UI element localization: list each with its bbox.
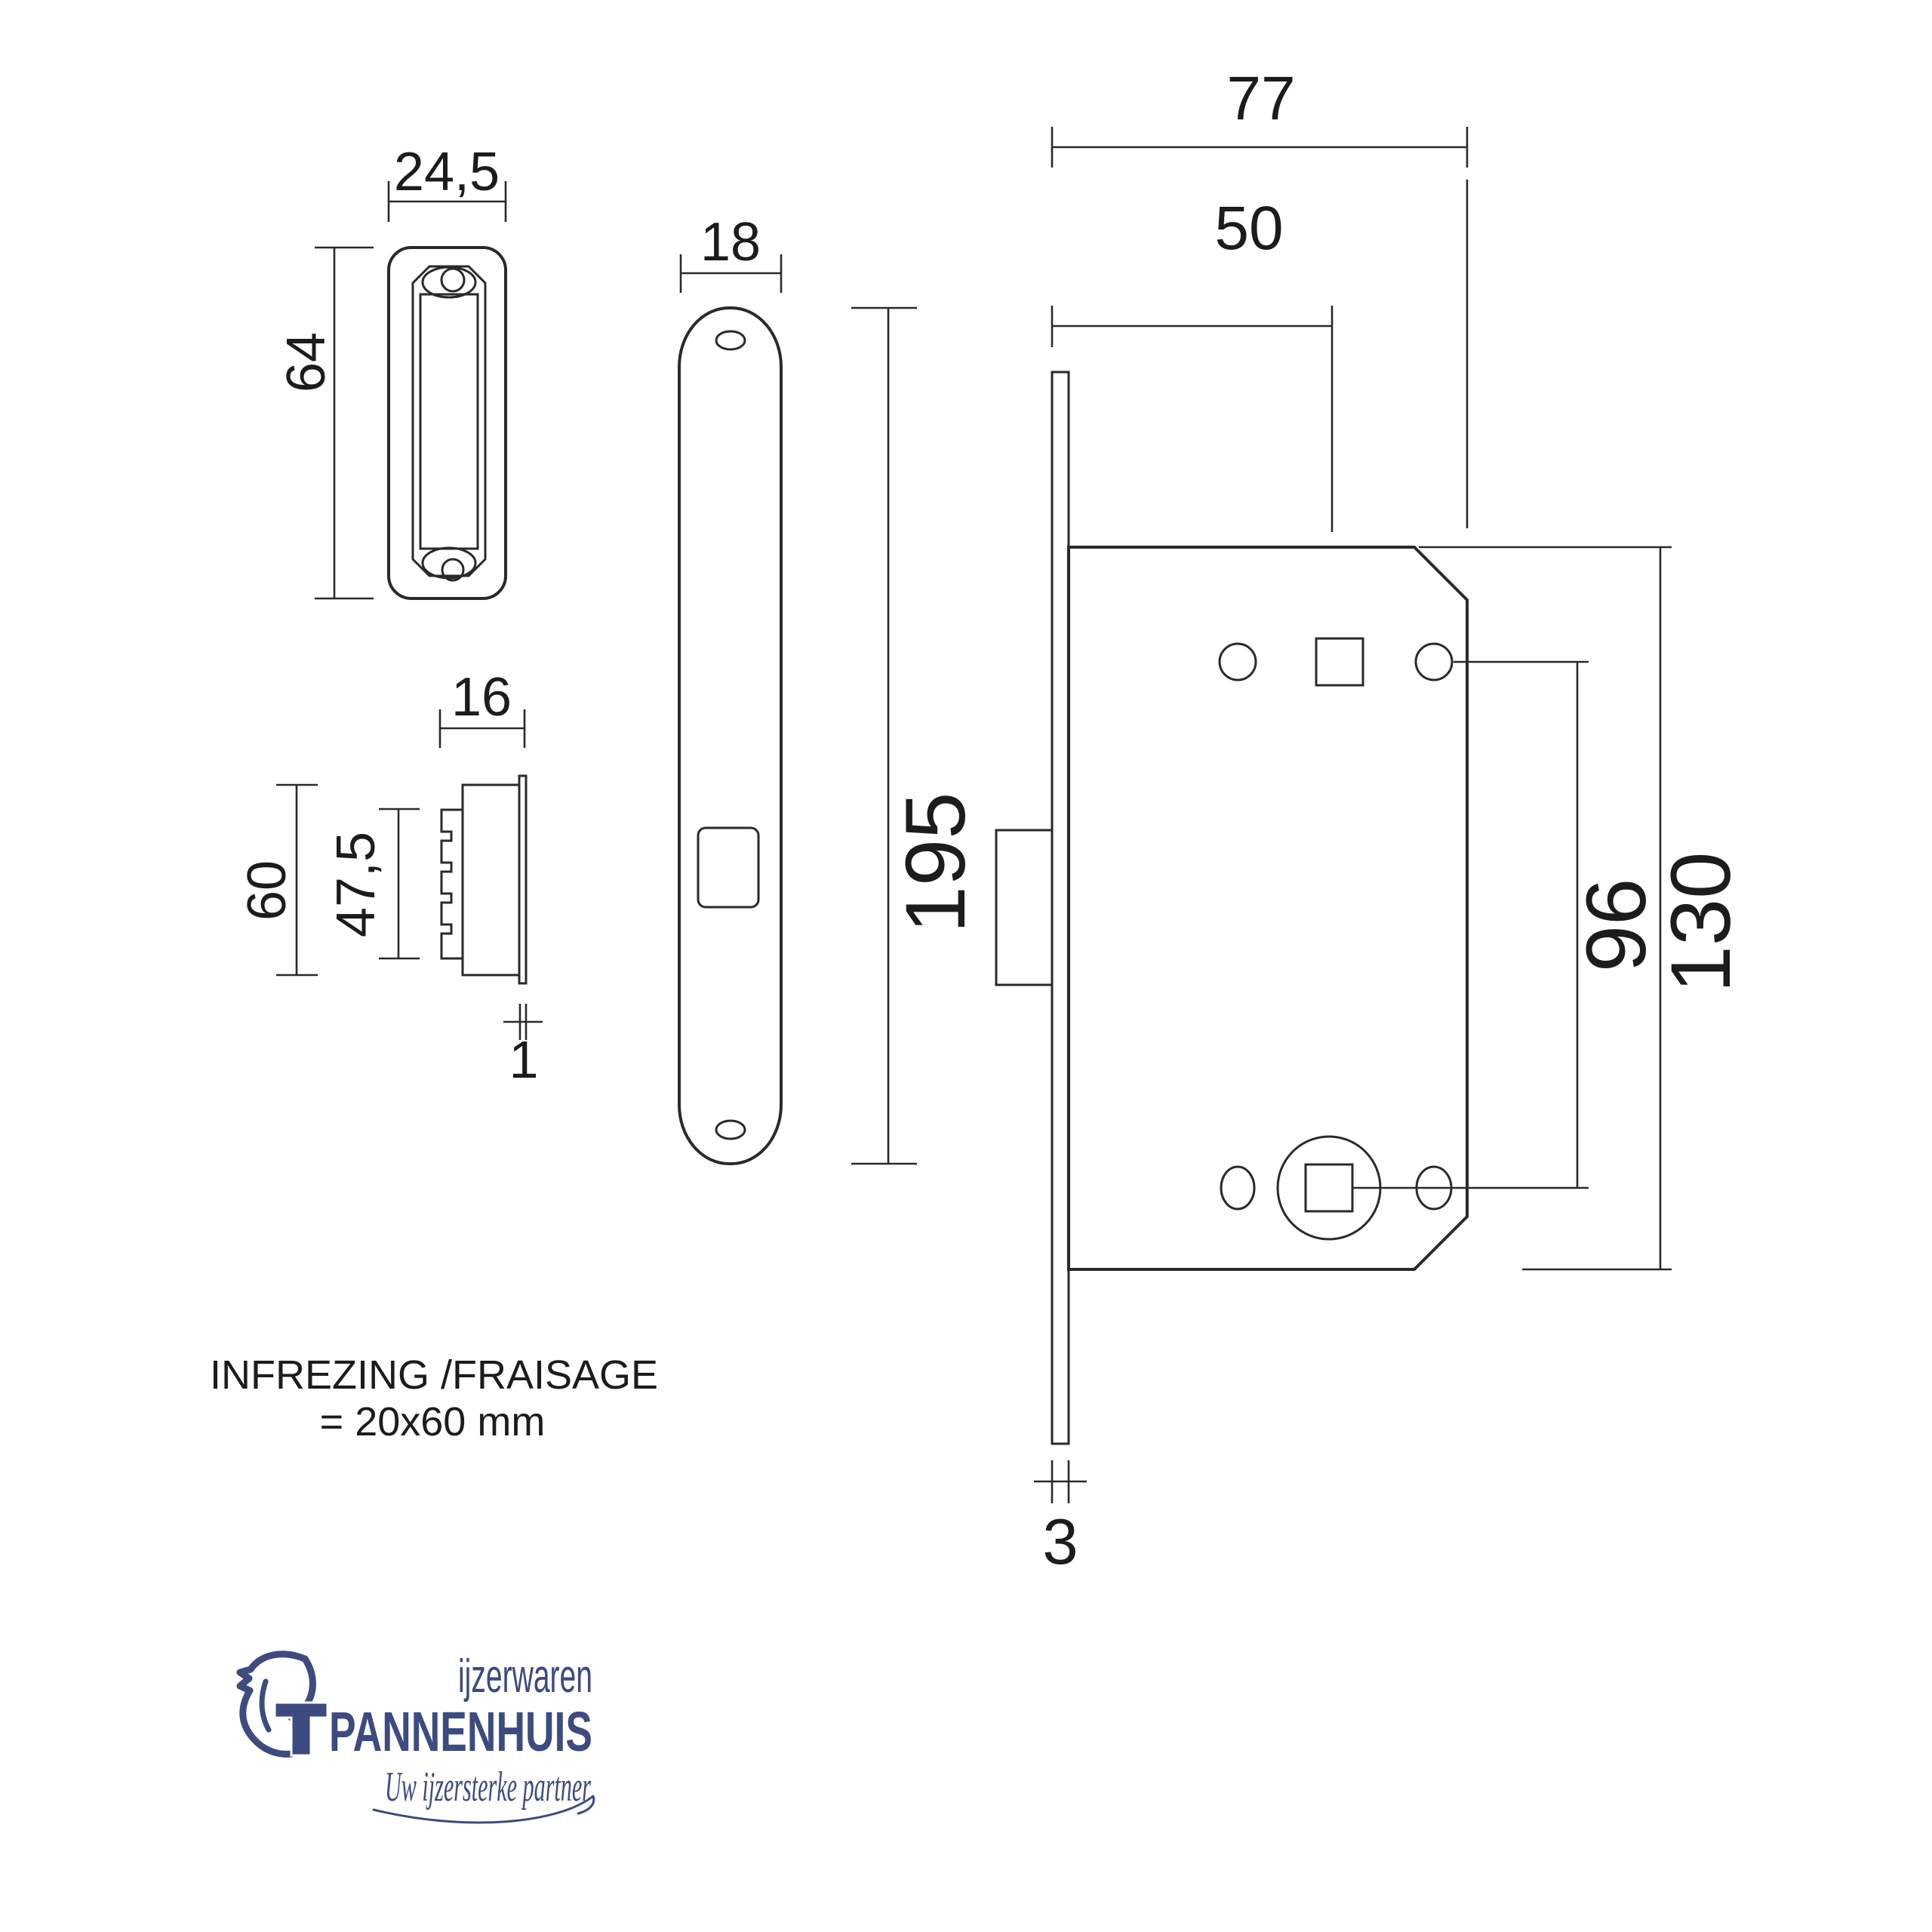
- lock-latch-block: [995, 829, 1054, 986]
- logo-text-pannenhuis: PANNENHUIS: [329, 1700, 592, 1763]
- dim-line-strike-side-height: [276, 783, 318, 977]
- dim-line-strike-side-inner-height: [379, 808, 420, 960]
- logo-bird-outline: [236, 1651, 309, 1758]
- dim-line-faceplate-width: [679, 254, 783, 293]
- strike-plate-outer-outline: [387, 246, 507, 600]
- dim-label-strike-front-height: 64: [276, 332, 337, 392]
- dim-line-strike-side-thickness: [503, 1004, 543, 1040]
- logo: ijzerwaren PANNENHUIS Uw ijzersterke par…: [236, 1651, 595, 1824]
- logo-bird-icon: [236, 1651, 329, 1758]
- dim-label-strike-side-thickness: 1: [509, 1030, 539, 1089]
- logo-t-mark: [273, 1701, 329, 1757]
- faceplate-latch-window: [697, 826, 760, 909]
- dim-line-lock-backset: [1051, 306, 1334, 532]
- lock-bottom-spindle-square: [1304, 1163, 1354, 1213]
- milling-note-line2: = 20x60 mm: [320, 1399, 546, 1444]
- dim-line-lock-width: [1051, 127, 1469, 528]
- milling-note-line1: INFREZING /FRAISAGE: [210, 1352, 658, 1398]
- strike-plate-bottom-screw-hole: [441, 558, 465, 582]
- dim-label-strike-side-inner-height: 47,5: [326, 832, 386, 937]
- faceplate-top-screw-hole: [715, 330, 746, 351]
- strike-plate-side-view: 16 60 47,5 1: [237, 667, 543, 1089]
- lock-faceplate-edge: [1051, 371, 1070, 1445]
- logo-text-ijzerwaren: ijzerwaren: [458, 1651, 592, 1703]
- strike-side-magnet-teeth: [440, 808, 463, 960]
- dim-line-strike-front-width: [387, 181, 507, 222]
- faceplate-bottom-screw-hole: [715, 1119, 746, 1140]
- strike-plate-bevel-outline: [411, 265, 487, 577]
- strike-side-body: [461, 783, 521, 977]
- dim-label-strike-front-width: 24,5: [394, 142, 500, 202]
- dim-label-strike-side-width: 16: [451, 667, 512, 728]
- dim-label-lock-hole-spacing: 96: [1569, 878, 1663, 973]
- dim-line-strike-side-width: [438, 709, 526, 748]
- dim-label-lock-faceplate-thickness: 3: [1042, 1506, 1078, 1578]
- milling-note: INFREZING /FRAISAGE = 20x60 mm: [210, 1352, 658, 1444]
- strike-plate-top-screw-hole: [440, 267, 466, 293]
- dim-label-faceplate-width: 18: [700, 212, 761, 272]
- faceplate-front-view: 18 195: [678, 212, 983, 1165]
- lock-top-left-hole: [1218, 642, 1257, 681]
- dim-line-lock-faceplate-thickness: [1034, 1460, 1087, 1503]
- dim-label-faceplate-height: 195: [888, 792, 983, 934]
- logo-slogan: Uw ijzersterke partner: [385, 1764, 591, 1810]
- dim-line-faceplate-height: [851, 306, 917, 1165]
- logo-bird-inner-line: [259, 1678, 272, 1733]
- strike-plate-top-screw-seat: [421, 266, 477, 299]
- dim-label-lock-backset: 50: [1214, 194, 1283, 263]
- lock-bottom-left-hole: [1220, 1165, 1256, 1211]
- lock-top-right-hole: [1414, 642, 1454, 681]
- dim-label-strike-side-height: 60: [237, 860, 297, 921]
- dim-line-strike-front-height: [315, 246, 374, 600]
- strike-plate-front-view: 24,5 64: [276, 142, 507, 600]
- dim-label-lock-width: 77: [1226, 64, 1295, 133]
- strike-plate-bottom-screw-seat: [421, 546, 477, 580]
- dim-line-lock-height: [1419, 546, 1672, 1271]
- faceplate-outline: [678, 306, 783, 1165]
- lock-body-outline: [1067, 546, 1469, 1271]
- strike-plate-recess: [419, 293, 479, 550]
- lock-side-view: 77 50 96 130 3: [995, 64, 1748, 1578]
- logo-swoosh-underline: [372, 1795, 595, 1824]
- lock-top-spindle-square: [1315, 637, 1364, 687]
- dim-label-lock-height: 130: [1654, 852, 1748, 993]
